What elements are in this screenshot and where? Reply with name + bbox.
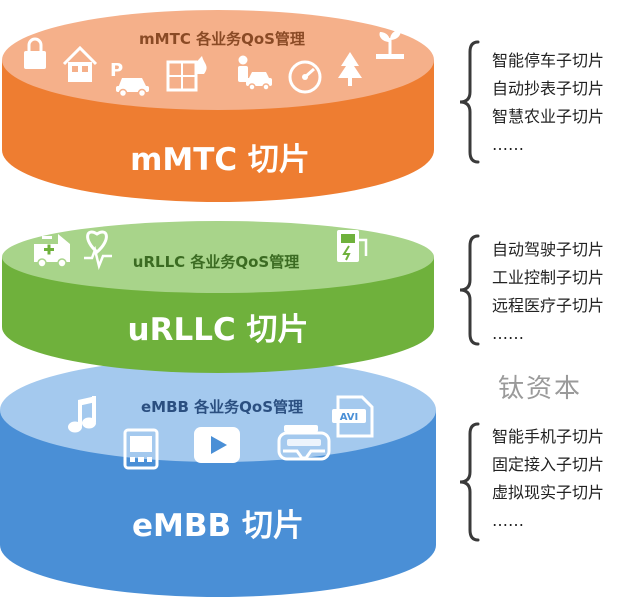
mmtc-brace bbox=[459, 40, 480, 164]
list-item: 虚拟现实子切片 bbox=[492, 483, 605, 502]
embb-layer: eMBB 各业务QoS管理 AVI bbox=[0, 358, 436, 597]
building-fire-icon bbox=[166, 56, 207, 92]
embb-sub-slice-list: 智能手机子切片 固定接入子切片 虚拟现实子切片 …… bbox=[492, 423, 604, 535]
list-item: 智慧农业子切片 bbox=[492, 107, 605, 126]
urllc-sub-slice-list: 自动驾驶子切片 工业控制子切片 远程医疗子切片 …… bbox=[492, 236, 604, 348]
list-item: 固定接入子切片 bbox=[492, 455, 605, 474]
mmtc-sub-slice-list: 智能停车子切片 自动抄表子切片 智慧农业子切片 …… bbox=[492, 47, 604, 159]
svg-text:P: P bbox=[110, 60, 123, 81]
vr-headset-icon bbox=[277, 425, 331, 461]
ambulance-icon bbox=[34, 234, 70, 268]
list-item: 智能手机子切片 bbox=[492, 427, 605, 446]
watermark: 钛资本 bbox=[498, 374, 583, 404]
svg-text:AVI: AVI bbox=[340, 412, 359, 423]
play-button-icon bbox=[194, 427, 240, 463]
urllc-slice-title: uRLLC 切片 bbox=[128, 312, 309, 348]
mmtc-qos-label: mMTC 各业务QoS管理 bbox=[139, 30, 305, 48]
list-item: …… bbox=[492, 324, 524, 343]
mmtc-slice-title: mMTC 切片 bbox=[130, 142, 310, 178]
urllc-layer: uRLLC 各业务QoS管理 uRLLC 切片 bbox=[2, 221, 434, 373]
lock-icon bbox=[24, 37, 46, 69]
list-item: 自动驾驶子切片 bbox=[492, 240, 605, 259]
embb-brace bbox=[459, 422, 480, 542]
tree-icon bbox=[338, 52, 362, 86]
gauge-icon bbox=[288, 60, 322, 94]
plant-icon bbox=[376, 30, 404, 59]
person-car-icon bbox=[238, 55, 272, 91]
list-item: …… bbox=[492, 511, 524, 530]
media-player-icon bbox=[123, 428, 159, 470]
embb-slice-title: eMBB 切片 bbox=[132, 508, 304, 544]
music-note-icon bbox=[68, 396, 96, 433]
list-item: 自动抄表子切片 bbox=[492, 79, 605, 98]
embb-qos-label: eMBB 各业务QoS管理 bbox=[141, 398, 303, 416]
avi-file-icon: AVI bbox=[332, 395, 374, 438]
mmtc-cylinder-top bbox=[2, 10, 434, 110]
charging-station-icon bbox=[337, 230, 368, 262]
list-item: 工业控制子切片 bbox=[492, 268, 605, 287]
heart-pulse-icon bbox=[84, 230, 112, 271]
urllc-qos-label: uRLLC 各业务QoS管理 bbox=[133, 253, 299, 271]
list-item: …… bbox=[492, 135, 524, 154]
mmtc-layer: mMTC 各业务QoS管理 P bbox=[2, 10, 434, 202]
urllc-cylinder-top bbox=[2, 221, 434, 293]
list-item: 智能停车子切片 bbox=[492, 51, 605, 70]
list-item: 远程医疗子切片 bbox=[492, 296, 605, 315]
parking-car-icon: P bbox=[110, 60, 149, 98]
urllc-brace bbox=[459, 234, 480, 346]
braces bbox=[459, 40, 480, 542]
house-icon bbox=[62, 45, 98, 82]
